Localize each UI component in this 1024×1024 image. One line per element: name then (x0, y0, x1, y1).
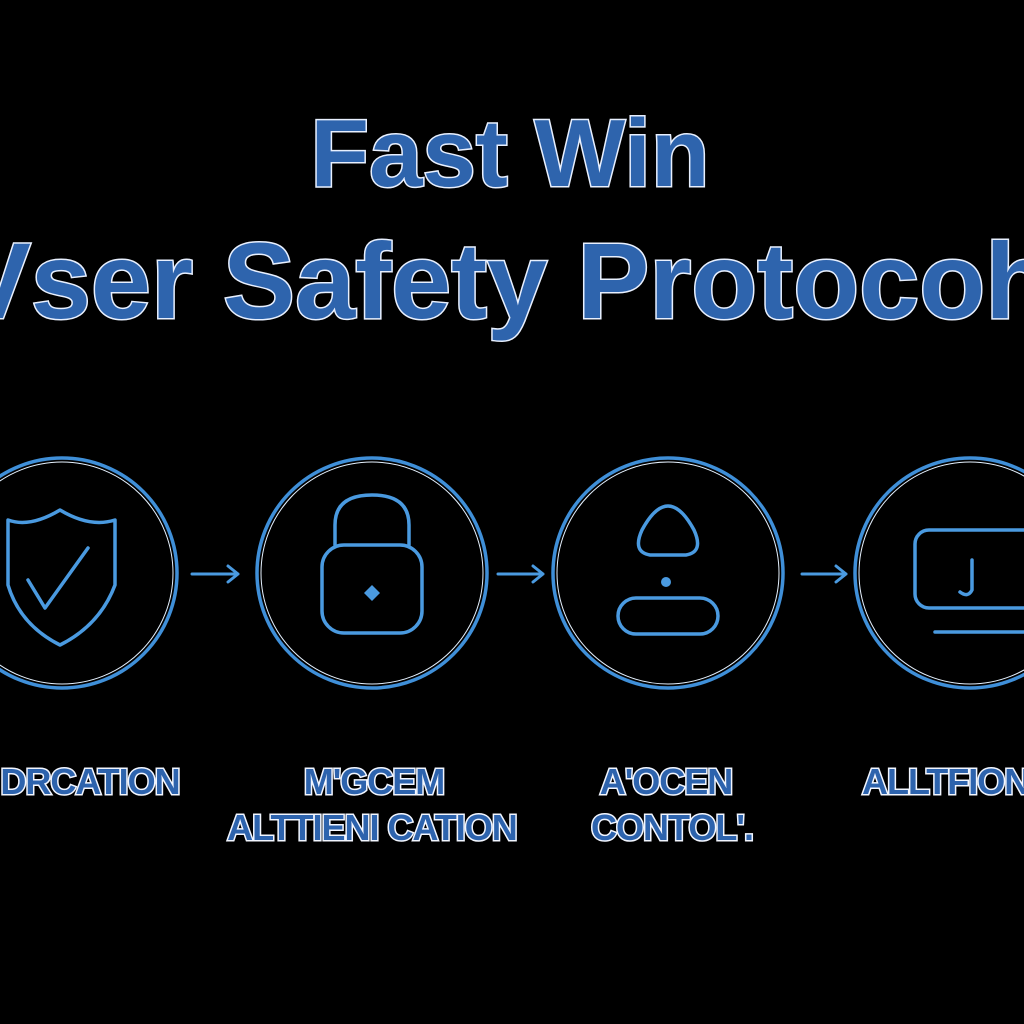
arrow-icon (496, 564, 545, 584)
step-3: A'OCEN CONTOL'. (551, 456, 785, 850)
monitor-icon (913, 528, 1024, 634)
step-label-line-1: DRCATION (0, 761, 179, 802)
step-circle-inner (556, 461, 780, 685)
arrow-icon (190, 564, 240, 584)
step-circle-inner (260, 461, 484, 685)
padlock-icon (320, 493, 424, 635)
step-2: M'GCEM ALTTIENI CATION (226, 456, 519, 850)
title-line-2: Vser Safety Protocoh (0, 220, 1024, 341)
step-1: DRCATION (0, 456, 182, 804)
step-circle (853, 456, 1024, 690)
step-circle (551, 456, 785, 690)
user-icon (616, 504, 720, 636)
shield-check-icon (6, 508, 117, 647)
title-line-1: Fast Win (310, 100, 709, 207)
step-label-line-1: ALLTFION (862, 761, 1024, 802)
arrow-icon (800, 564, 848, 584)
step-circle-inner (858, 461, 1024, 685)
step-4: ALLTFION (853, 456, 1024, 804)
step-label-line-2: CONTOL'. (591, 807, 753, 848)
step-circle-inner (0, 461, 174, 685)
step-circle (0, 456, 179, 690)
step-label-line-2: ALTTIENI CATION (227, 807, 517, 848)
step-label-line-1: M'GCEM (304, 761, 445, 802)
step-label-line-1: A'OCEN (600, 761, 733, 802)
step-circle (255, 456, 489, 690)
